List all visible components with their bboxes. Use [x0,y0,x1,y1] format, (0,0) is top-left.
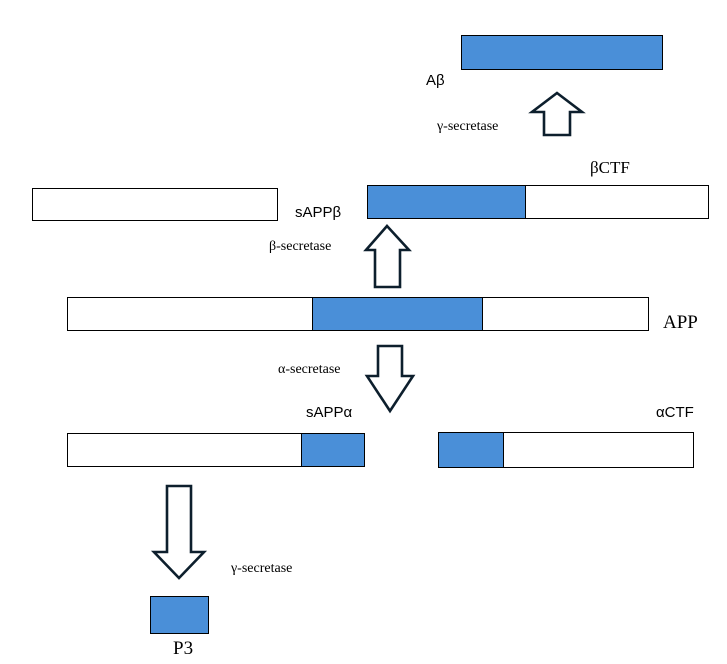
beta-ctf-label: βCTF [590,158,630,177]
beta-secretase-label: β-secretase [269,239,331,254]
app-label: APP [663,312,698,333]
abeta-fragment [461,35,663,70]
gamma-secretase-bottom-label: γ-secretase [230,561,292,576]
gamma-secretase-up-arrow [528,91,586,137]
alpha-ctf-p3-segment [438,432,504,468]
sapp-beta-label: sAPPβ [295,204,342,221]
alpha-ctf-label: αCTF [656,404,694,421]
beta-secretase-up-arrow [363,224,412,289]
sapp-alpha-label: sAPPα [306,404,353,421]
p3-fragment [150,596,209,634]
alpha-secretase-label: α-secretase [278,362,341,377]
sapp-beta-bar [32,188,278,221]
alpha-secretase-down-arrow [364,344,416,414]
gamma-secretase-top-label: γ-secretase [436,119,498,134]
abeta-label: Aβ [426,72,445,89]
sapp-alpha-segment [301,433,365,467]
app-abeta-segment [312,297,483,331]
p3-label: P3 [173,638,193,659]
gamma-secretase-down-arrow [150,484,208,580]
beta-ctf-abeta-segment [367,185,526,219]
